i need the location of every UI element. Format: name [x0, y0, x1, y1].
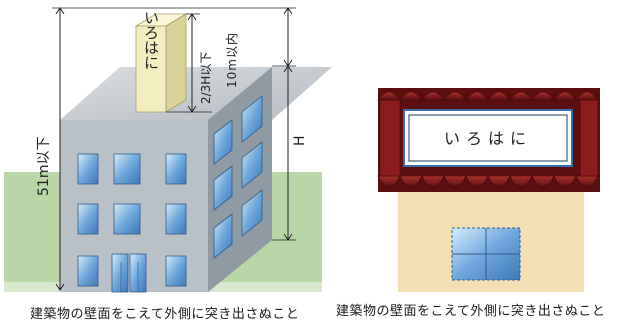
window [241, 95, 263, 143]
window [241, 141, 263, 189]
window [113, 153, 141, 185]
side-windows [213, 95, 263, 259]
window [77, 203, 99, 235]
left-diagram: いろはに 51m以下 2/3H以下 [4, 7, 332, 293]
front-windows [77, 153, 187, 293]
right-caption: 建築物の壁面をこえて外側に突き出さぬこと [336, 304, 606, 319]
window [165, 255, 187, 287]
label-total-height: 51m以下 [36, 137, 52, 196]
sign-board [135, 25, 167, 113]
window [77, 255, 99, 287]
label-sign-limit: 10m以内 [225, 32, 239, 88]
window [241, 189, 263, 237]
window [213, 213, 233, 259]
label-sign-ratio: 2/3H以下 [199, 52, 213, 104]
left-caption: 建築物の壁面をこえて外側に突き出さぬこと [30, 307, 300, 322]
window [213, 119, 233, 165]
window [165, 153, 187, 185]
window [165, 203, 187, 235]
sign-text: いろはに [142, 10, 160, 70]
shop-sign-text: いろはに [444, 129, 532, 148]
right-diagram: いろはに [377, 88, 600, 292]
window [213, 165, 233, 211]
label-building-height: H [292, 135, 308, 146]
shop-sign-inner [408, 114, 568, 162]
window [113, 203, 141, 235]
house-window [451, 227, 521, 281]
window [77, 153, 99, 185]
rooftop-sign: いろはに [134, 10, 188, 113]
entrance-door [111, 253, 129, 293]
dimension-lines [52, 7, 296, 291]
